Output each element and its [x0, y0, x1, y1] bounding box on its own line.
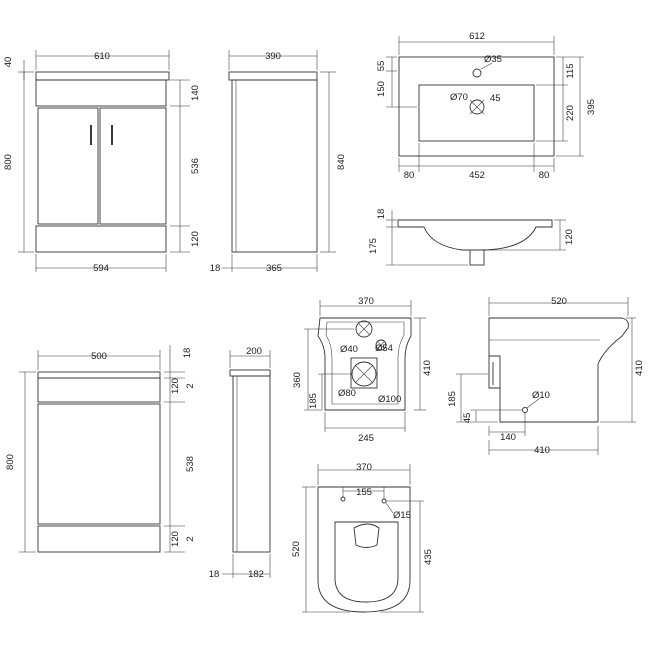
vanity-height-label: 800	[3, 154, 14, 170]
tap-hole	[472, 68, 482, 78]
vanity-top-thickness-label: 40	[3, 57, 14, 68]
pan-outlet-label: Ø80	[338, 388, 356, 399]
vanity-countertop	[35, 71, 170, 81]
wc-unit-plinth-label: 120	[170, 531, 181, 547]
wc-unit-door	[37, 403, 161, 525]
pan-plan-view: Ø15 370 155 520 435	[291, 462, 434, 613]
basin-plan-view: Ø35 Ø70 45 612 80 452 80 55 150 115 220 …	[376, 31, 597, 181]
vanity-plinth-label: 120	[190, 231, 201, 247]
pan-inlet-hole	[355, 320, 373, 338]
basin-bowl-width-label: 452	[469, 170, 485, 181]
pan-side-height-label: 410	[634, 360, 645, 376]
basin-right-margin-label: 80	[539, 170, 550, 181]
pan-plan-length-label: 520	[291, 541, 302, 557]
basin-height-label: 120	[564, 229, 575, 245]
pan-fixing-right	[381, 498, 387, 504]
wc-unit-height-label: 800	[5, 454, 16, 470]
vanity-side-offset-label: 18	[210, 263, 221, 274]
vanity-plinth	[35, 225, 167, 253]
basin-outline	[398, 56, 555, 157]
wc-unit-side-base-label: 182	[248, 569, 264, 580]
vanity-top-panel	[35, 79, 167, 107]
pan-side-depth-label: 520	[551, 296, 567, 307]
pan-back-height-label: 410	[422, 360, 433, 376]
waste-outlet	[469, 99, 485, 115]
vanity-side-depth-label: 390	[265, 51, 281, 62]
pan-seat-length-label: 435	[423, 549, 434, 565]
pan-inlet-height-label: 360	[292, 372, 303, 388]
wc-unit-top	[37, 371, 161, 379]
wc-unit-gap-bottom-label: 2	[185, 536, 196, 541]
pan-outlet-height-label: 185	[308, 393, 319, 409]
pan-side-hole	[375, 339, 387, 351]
wc-unit-width-label: 500	[91, 351, 107, 362]
basin-waste-stub	[469, 249, 485, 266]
wc-unit-side-top	[229, 369, 271, 377]
wc-unit-top-panel	[37, 377, 161, 403]
vanity-top-width-label: 610	[94, 51, 110, 62]
pan-fixing-hole-label: Ø15	[393, 510, 411, 521]
pan-side-base-label: 410	[534, 445, 550, 456]
basin-bowl-depth-label: 220	[565, 105, 576, 121]
vanity-right-door	[99, 107, 167, 225]
vanity-left-door	[37, 107, 99, 225]
vanity-base-width-label: 594	[93, 263, 109, 274]
wc-unit-front-view: 500 800 18 120 2 538 120 2	[5, 345, 196, 553]
wc-unit-gap-top-label: 2	[185, 383, 196, 388]
basin-drop-label: 175	[368, 238, 379, 254]
pan-side-pipe-label: Ø10	[532, 390, 550, 401]
pan-outlet-box	[350, 357, 378, 389]
wc-unit-side-body	[232, 375, 271, 553]
basin-back-depth-label: 115	[565, 63, 576, 78]
pan-back-width-label: 370	[358, 296, 374, 307]
basin-side-profile	[397, 219, 553, 251]
vanity-side-height-label: 840	[336, 154, 347, 170]
pan-side-pipe	[522, 407, 528, 413]
pan-base-width-label: 245	[358, 433, 374, 444]
angle-label: 45	[490, 93, 501, 104]
basin-bowl-offset-label: 150	[376, 81, 387, 97]
pan-side-outline	[488, 317, 629, 423]
basin-width-label: 612	[469, 31, 485, 42]
vanity-top-panel-label: 140	[190, 85, 201, 101]
tap-hole-label: Ø35	[484, 54, 502, 65]
vanity-side-view: 390 840 18 365	[210, 50, 347, 274]
pan-fixing-left	[340, 496, 346, 502]
wc-unit-side-depth-label: 200	[246, 346, 262, 357]
pan-small-hole-label: Ø40	[340, 344, 358, 355]
basin-thickness-label: 18	[376, 209, 387, 220]
basin-front-edge-label: 55	[376, 61, 387, 72]
waste-label: Ø70	[450, 92, 468, 103]
wc-unit-side-view: 200 18 182	[209, 346, 271, 580]
vanity-side-body	[231, 79, 318, 253]
basin-left-margin-label: 80	[404, 170, 415, 181]
pan-side-outlet	[489, 355, 501, 389]
pan-side-pipe-offset-label: 140	[500, 432, 516, 443]
pan-outlet-outer-label: Ø100	[378, 394, 401, 405]
basin-side-view: 18 175 120	[368, 209, 575, 266]
pan-side-view: Ø10 520 410 185 45 140 410	[447, 296, 645, 456]
vanity-front-view: 610 594 800 40 140 536 120	[3, 50, 201, 274]
pan-side-outlet-height-label: 185	[447, 391, 458, 407]
pan-back-outline	[317, 317, 412, 411]
pan-seat-hinge	[353, 523, 380, 548]
vanity-side-base-depth-label: 365	[266, 263, 282, 274]
wc-unit-side-offset-label: 18	[209, 569, 220, 580]
vanity-side-countertop	[228, 71, 318, 81]
pan-plan-outline	[317, 486, 411, 613]
pan-back-view: Ø40 Ø54 Ø80 Ø100 370 410 360 185 245	[292, 296, 433, 444]
pan-large-hole-label: Ø54	[375, 343, 393, 354]
wc-unit-top-thickness-label: 18	[182, 348, 193, 359]
pan-plan-width-label: 370	[356, 462, 372, 473]
basin-bowl	[418, 84, 535, 142]
pan-fixing-spacing-label: 155	[356, 487, 372, 498]
wc-unit-top-panel-label: 120	[170, 378, 181, 394]
basin-total-depth-label: 395	[586, 99, 597, 115]
vanity-door-height-label: 536	[190, 158, 201, 174]
pan-seat	[334, 521, 399, 603]
wc-unit-door-height-label: 538	[185, 456, 196, 472]
pan-side-inlet-label: 45	[462, 413, 473, 424]
wc-unit-plinth	[37, 525, 161, 553]
